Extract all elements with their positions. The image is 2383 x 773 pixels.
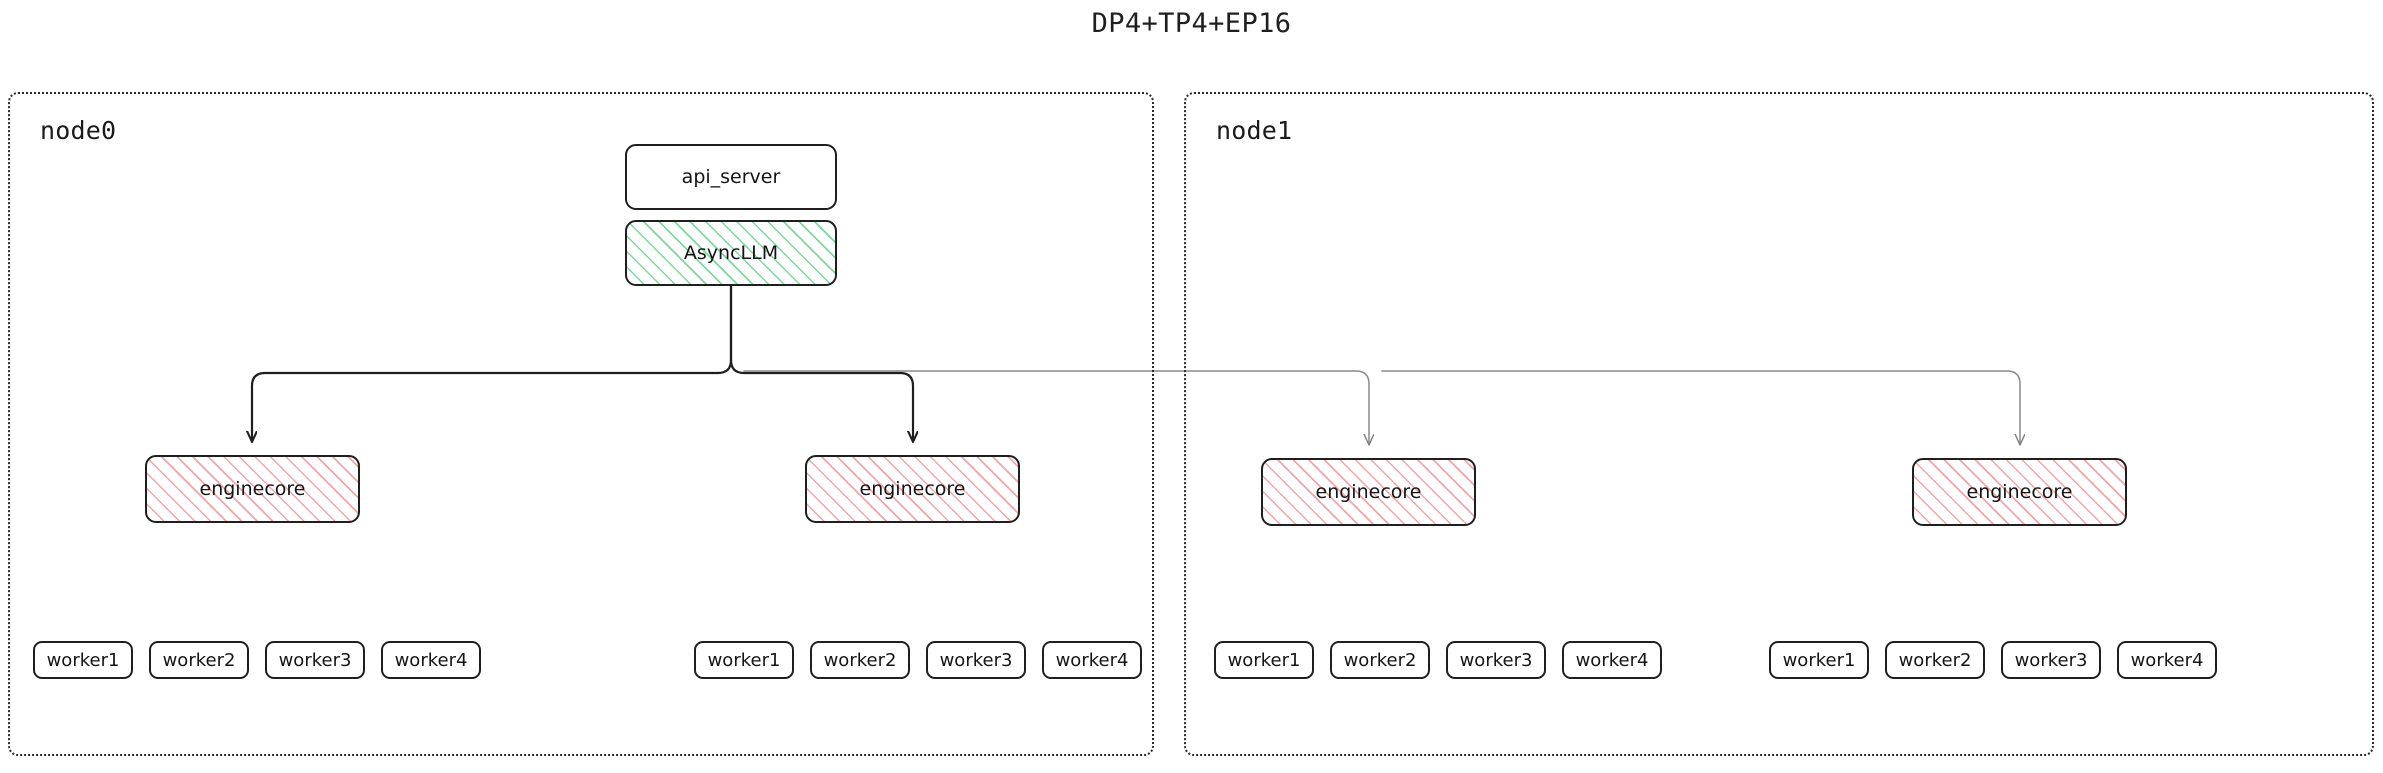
node0-group1-worker1-label: worker1: [707, 649, 781, 671]
page-title: DP4+TP4+EP16: [1091, 8, 1292, 39]
node1-group0-worker2-label: worker2: [1343, 649, 1417, 671]
node1-group0-worker4-label: worker4: [1575, 649, 1649, 671]
node0-group1-worker1[interactable]: worker1: [694, 641, 794, 679]
node1-group1-worker2-label: worker2: [1898, 649, 1972, 671]
node0-enginecore-2[interactable]: enginecore: [805, 455, 1020, 523]
node0-group0-worker3[interactable]: worker3: [265, 641, 365, 679]
node1-group1-worker4-label: worker4: [2130, 649, 2204, 671]
node1-group0-worker1[interactable]: worker1: [1214, 641, 1314, 679]
node-api-server-label: api_server: [681, 166, 781, 188]
node0-group1-worker3[interactable]: worker3: [926, 641, 1026, 679]
node0-group1-worker3-label: worker3: [939, 649, 1013, 671]
node-async-llm[interactable]: AsyncLLM: [625, 220, 837, 286]
node0-group0-worker4[interactable]: worker4: [381, 641, 481, 679]
node1-group0-worker2[interactable]: worker2: [1330, 641, 1430, 679]
node1-enginecore-2[interactable]: enginecore: [1912, 458, 2127, 526]
node0-group1-worker2[interactable]: worker2: [810, 641, 910, 679]
cluster-node0-label: node0: [40, 116, 117, 145]
node0-enginecore-1-label: enginecore: [199, 478, 306, 500]
node1-group0-worker3-label: worker3: [1459, 649, 1533, 671]
node0-group1-worker4-label: worker4: [1055, 649, 1129, 671]
node1-enginecore-1-label: enginecore: [1315, 481, 1422, 503]
node1-group1-worker1[interactable]: worker1: [1769, 641, 1869, 679]
node-api-server[interactable]: api_server: [625, 144, 837, 210]
node0-group0-worker2[interactable]: worker2: [149, 641, 249, 679]
node1-group0-worker4[interactable]: worker4: [1562, 641, 1662, 679]
node0-group0-worker4-label: worker4: [394, 649, 468, 671]
node1-group1-worker3-label: worker3: [2014, 649, 2088, 671]
node1-group1-worker4[interactable]: worker4: [2117, 641, 2217, 679]
node1-group1-worker3[interactable]: worker3: [2001, 641, 2101, 679]
node1-enginecore-1[interactable]: enginecore: [1261, 458, 1476, 526]
node1-group1-worker2[interactable]: worker2: [1885, 641, 1985, 679]
cluster-node0: node0: [8, 92, 1154, 756]
node0-group0-worker3-label: worker3: [278, 649, 352, 671]
node-async-llm-label: AsyncLLM: [683, 242, 779, 264]
node1-group1-worker1-label: worker1: [1782, 649, 1856, 671]
node0-group1-worker4[interactable]: worker4: [1042, 641, 1142, 679]
node0-enginecore-2-label: enginecore: [859, 478, 966, 500]
node0-enginecore-1[interactable]: enginecore: [145, 455, 360, 523]
node1-group0-worker3[interactable]: worker3: [1446, 641, 1546, 679]
node0-group0-worker1[interactable]: worker1: [33, 641, 133, 679]
cluster-node1: node1: [1184, 92, 2374, 756]
node0-group0-worker1-label: worker1: [46, 649, 120, 671]
node1-enginecore-2-label: enginecore: [1966, 481, 2073, 503]
node1-group0-worker1-label: worker1: [1227, 649, 1301, 671]
node0-group1-worker2-label: worker2: [823, 649, 897, 671]
node0-group0-worker2-label: worker2: [162, 649, 236, 671]
cluster-node1-label: node1: [1216, 116, 1293, 145]
